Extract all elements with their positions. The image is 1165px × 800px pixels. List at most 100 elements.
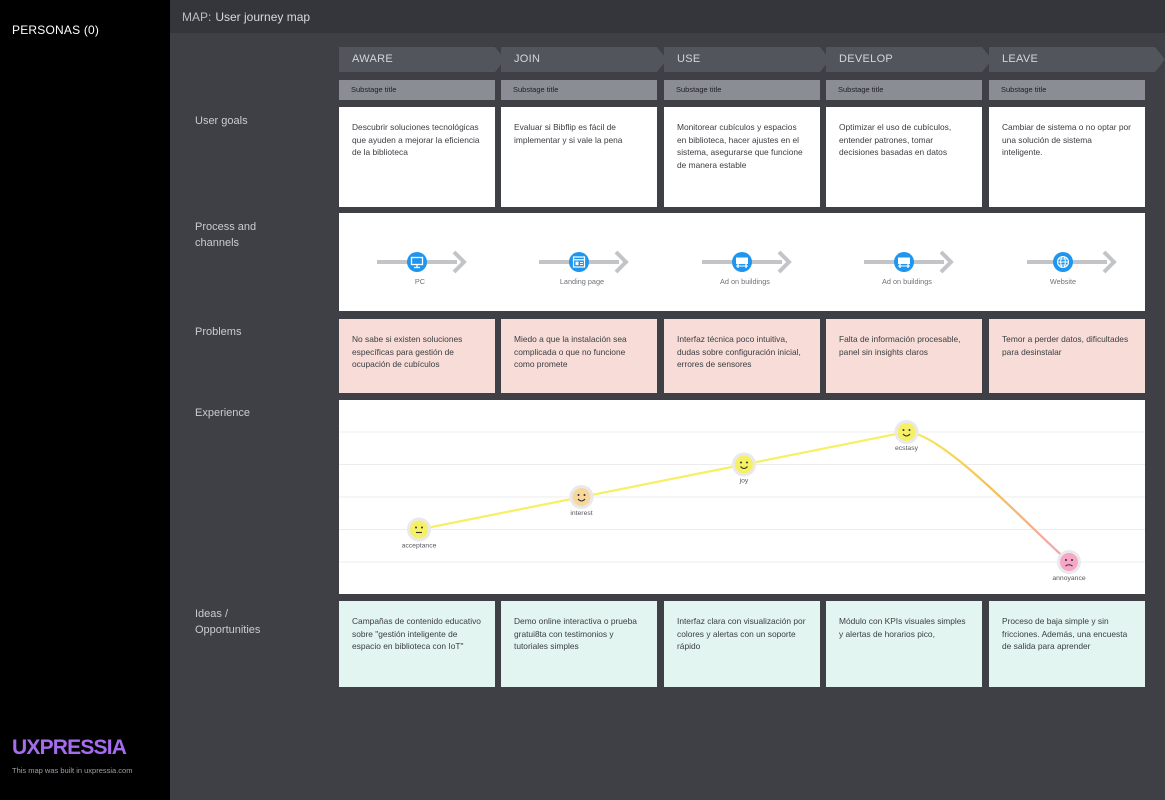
emoji-eye bbox=[902, 429, 905, 431]
idea-card[interactable]: Demo online interactiva o prueba gratui8… bbox=[501, 601, 657, 687]
emoji-mouth bbox=[1065, 564, 1073, 567]
idea-card[interactable]: Campañas de contenido educativo sobre "g… bbox=[339, 601, 495, 687]
stage-leave[interactable]: LEAVE bbox=[989, 47, 1165, 72]
billboard-icon bbox=[894, 252, 914, 272]
problem-card[interactable]: Temor a perder datos, dificultades para … bbox=[989, 319, 1145, 393]
monitor-icon bbox=[407, 252, 427, 272]
channel-item[interactable]: Ad on buildings bbox=[826, 213, 988, 311]
row-label-experience: Experience bbox=[195, 407, 251, 419]
map-title[interactable]: MAP:User journey map bbox=[182, 10, 310, 24]
landing-page-icon bbox=[569, 252, 589, 272]
emotion-point-annoyance[interactable]: annoyance bbox=[1052, 550, 1086, 582]
substage-label: Substage title bbox=[838, 85, 884, 94]
substage-label: Substage title bbox=[676, 85, 722, 94]
emoji-eye bbox=[746, 461, 748, 464]
emotion-label: annoyance bbox=[1052, 575, 1085, 582]
channel-item[interactable]: Website bbox=[989, 213, 1151, 311]
stage-chevron bbox=[982, 47, 992, 72]
emotion-point-acceptance[interactable]: acceptance bbox=[402, 517, 437, 550]
substage-title[interactable]: Substage title bbox=[664, 80, 820, 100]
personas-toggle[interactable]: PERSONAS (0) bbox=[12, 23, 100, 37]
problem-card[interactable]: Interfaz técnica poco intuitiva, dudas s… bbox=[664, 319, 820, 393]
experience-panel: acceptance interest joy ecstasy annoyance bbox=[339, 400, 1145, 594]
substage-label: Substage title bbox=[1001, 85, 1047, 94]
emoji-face-icon bbox=[735, 455, 753, 474]
idea-card[interactable]: Módulo con KPIs visuales simples y alert… bbox=[826, 601, 982, 687]
stage-chevron bbox=[820, 47, 830, 72]
row-label-ideas: Ideas / Opportunities bbox=[195, 608, 261, 636]
emotion-point-interest[interactable]: interest bbox=[569, 485, 594, 517]
substage-title[interactable]: Substage title bbox=[989, 80, 1145, 100]
goal-card[interactable]: Evaluar si Bibflip es fácil de implement… bbox=[501, 107, 657, 207]
map-header: MAP:User journey map bbox=[170, 0, 1165, 33]
stage-label: JOIN bbox=[514, 53, 541, 65]
substage-label: Substage title bbox=[351, 85, 397, 94]
emotion-label: acceptance bbox=[402, 543, 437, 550]
emotion-label: interest bbox=[570, 510, 592, 517]
idea-card[interactable]: Proceso de baja simple y sin fricciones.… bbox=[989, 601, 1145, 687]
emoji-face-icon bbox=[410, 520, 428, 539]
row-label-user-goals: User goals bbox=[195, 115, 248, 127]
channel-item[interactable]: PC bbox=[339, 213, 501, 311]
channel-item[interactable]: Landing page bbox=[501, 213, 663, 311]
emotion-label: ecstasy bbox=[895, 445, 919, 452]
stage-label: AWARE bbox=[352, 53, 394, 65]
problem-card[interactable]: Miedo a que la instalación sea complicad… bbox=[501, 319, 657, 393]
stage-chevron bbox=[1155, 47, 1165, 72]
emoji-mouth bbox=[740, 466, 748, 470]
sidebar: PERSONAS (0) UXPRESSIA This map was buil… bbox=[0, 0, 170, 800]
stage-join[interactable]: JOIN bbox=[501, 47, 667, 72]
map-name: User journey map bbox=[215, 10, 311, 24]
stage-use[interactable]: USE bbox=[664, 47, 830, 72]
emoji-face-icon bbox=[572, 488, 591, 506]
emoji-mouth bbox=[577, 498, 586, 502]
channel-label: Ad on buildings bbox=[720, 277, 770, 286]
substage-title[interactable]: Substage title bbox=[501, 80, 657, 100]
stage-label: USE bbox=[677, 53, 701, 65]
emoji-eye bbox=[415, 526, 417, 529]
goal-card[interactable]: Descubrir soluciones tecnológicas que ay… bbox=[339, 107, 495, 207]
channel-label: PC bbox=[414, 277, 426, 286]
substage-title[interactable]: Substage title bbox=[339, 80, 495, 100]
emoji-eye bbox=[577, 494, 580, 496]
goal-card[interactable]: Monitorear cubículos y espacios en bibli… bbox=[664, 107, 820, 207]
goal-card[interactable]: Cambiar de sistema o no optar por una so… bbox=[989, 107, 1145, 207]
emoji-eye bbox=[740, 461, 742, 464]
emoji-eye bbox=[1065, 559, 1067, 561]
emotion-label: joy bbox=[739, 478, 749, 485]
stage-label: LEAVE bbox=[1002, 53, 1039, 65]
emotion-point-joy[interactable]: joy bbox=[732, 452, 756, 485]
problem-card[interactable]: No sabe si existen soluciones específica… bbox=[339, 319, 495, 393]
emoji-face-icon bbox=[897, 423, 916, 441]
goal-card[interactable]: Optimizar el uso de cubículos, entender … bbox=[826, 107, 982, 207]
emoji-face-icon bbox=[1060, 553, 1078, 571]
substage-title[interactable]: Substage title bbox=[826, 80, 982, 100]
emoji-eye bbox=[1071, 559, 1073, 561]
stage-label: DEVELOP bbox=[839, 53, 894, 65]
built-note: This map was built in uxpressia.com bbox=[12, 766, 133, 775]
emoji-eye bbox=[421, 526, 423, 529]
emoji-eye bbox=[908, 429, 911, 431]
problem-card[interactable]: Falta de información procesable, panel s… bbox=[826, 319, 982, 393]
channels-panel: PC Landing page bbox=[339, 213, 1145, 311]
globe-icon bbox=[1053, 252, 1073, 272]
experience-graph: acceptance interest joy ecstasy annoyance bbox=[339, 420, 1145, 582]
emoji-eye bbox=[583, 494, 586, 496]
emotion-point-ecstasy[interactable]: ecstasy bbox=[894, 420, 919, 452]
row-label-process-channels: Process and channels bbox=[195, 221, 257, 249]
stage-aware[interactable]: AWARE bbox=[339, 47, 505, 72]
stage-develop[interactable]: DEVELOP bbox=[826, 47, 992, 72]
idea-card[interactable]: Interfaz clara con visualización por col… bbox=[664, 601, 820, 687]
channel-label: Ad on buildings bbox=[882, 277, 932, 286]
channel-label: Landing page bbox=[559, 277, 605, 286]
stage-chevron bbox=[657, 47, 667, 72]
channel-item[interactable]: Ad on buildings bbox=[664, 213, 826, 311]
channel-label: Website bbox=[1049, 277, 1077, 286]
emoji-mouth bbox=[902, 433, 911, 437]
uxpressia-logo[interactable]: UXPRESSIA bbox=[12, 736, 127, 759]
row-label-problems: Problems bbox=[195, 326, 242, 338]
billboard-icon bbox=[732, 252, 752, 272]
map-prefix: MAP: bbox=[182, 10, 212, 24]
stage-chevron bbox=[495, 47, 505, 72]
substage-label: Substage title bbox=[513, 85, 559, 94]
